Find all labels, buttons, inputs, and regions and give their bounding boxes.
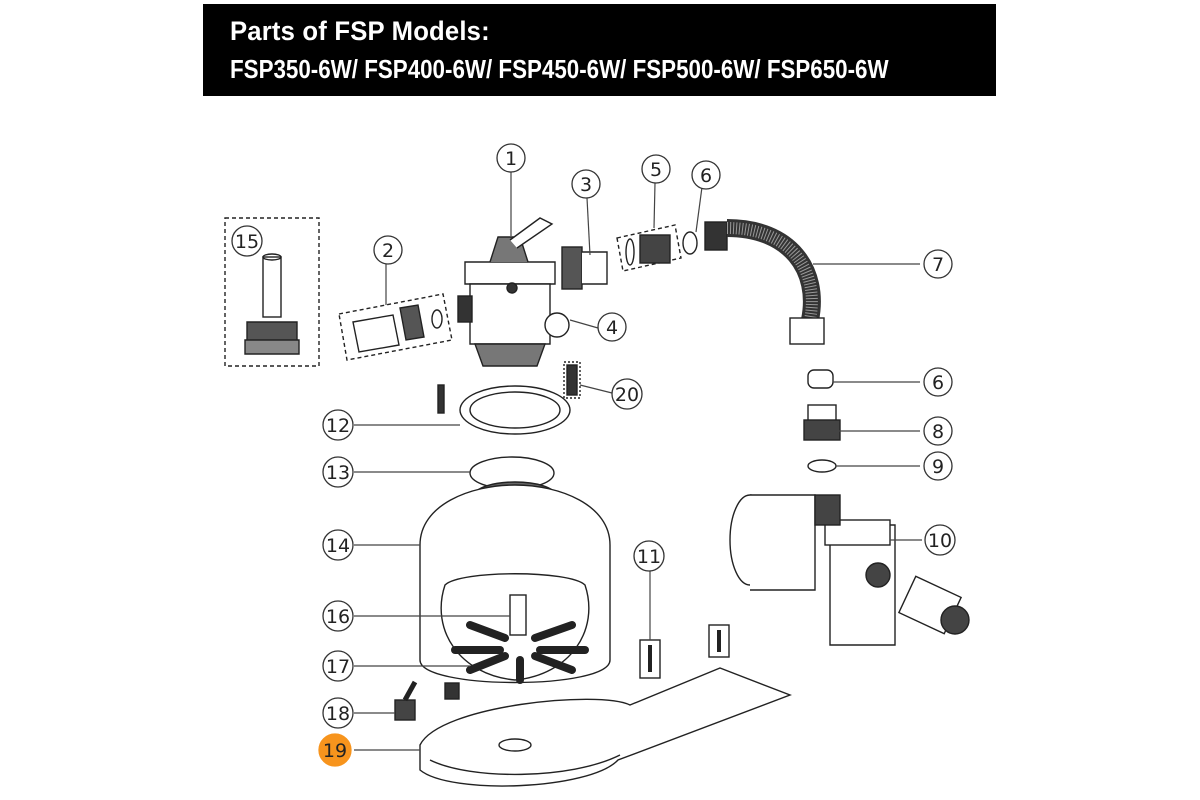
svg-text:17: 17 bbox=[326, 656, 350, 678]
callout-10: 10 bbox=[924, 524, 956, 556]
callout-6-top: 6 bbox=[691, 160, 721, 190]
callout-20: 20 bbox=[611, 378, 643, 410]
union-connector-3-drawing bbox=[561, 246, 608, 290]
diagram-title: Parts of FSP Models: bbox=[230, 16, 490, 46]
svg-text:20: 20 bbox=[615, 384, 639, 406]
svg-text:6: 6 bbox=[932, 372, 944, 394]
union-adapter-8-drawing bbox=[803, 404, 841, 441]
tank-clamp-drawing bbox=[437, 361, 581, 435]
callout-9: 9 bbox=[923, 451, 953, 481]
callout-15: 15 bbox=[231, 225, 263, 257]
union-adapter-5-drawing bbox=[625, 231, 698, 266]
svg-text:19: 19 bbox=[323, 740, 347, 762]
o-ring-9-drawing bbox=[807, 459, 837, 473]
base-drawing bbox=[419, 667, 792, 787]
svg-text:9: 9 bbox=[932, 456, 944, 478]
callout-1: 1 bbox=[496, 143, 526, 173]
callout-3: 3 bbox=[571, 169, 601, 199]
svg-text:2: 2 bbox=[382, 240, 394, 262]
callout-6-right: 6 bbox=[923, 367, 953, 397]
title-banner: Parts of FSP Models: FSP350-6W/ FSP400-6… bbox=[203, 4, 996, 96]
standpipe-adapter-box bbox=[224, 217, 320, 367]
callout-7: 7 bbox=[923, 249, 953, 279]
callout-8: 8 bbox=[923, 416, 953, 446]
callout-14: 14 bbox=[322, 529, 354, 561]
standpipe-adapter-drawing bbox=[244, 253, 300, 355]
connection-hose-drawing bbox=[704, 219, 825, 345]
svg-text:12: 12 bbox=[326, 415, 350, 437]
callout-2: 2 bbox=[373, 235, 403, 265]
svg-text:7: 7 bbox=[932, 254, 944, 276]
multiport-valve-drawing bbox=[457, 217, 570, 367]
drain-plug-drawing bbox=[394, 680, 460, 721]
leader-lines bbox=[354, 172, 922, 751]
svg-text:6: 6 bbox=[700, 165, 712, 187]
callout-16: 16 bbox=[322, 600, 354, 632]
callout-5: 5 bbox=[641, 154, 671, 184]
svg-text:16: 16 bbox=[326, 606, 350, 628]
union-set-box bbox=[338, 293, 453, 361]
svg-text:11: 11 bbox=[637, 546, 661, 568]
pump-drawing bbox=[729, 494, 970, 646]
callout-12: 12 bbox=[322, 409, 354, 441]
svg-text:10: 10 bbox=[928, 530, 952, 552]
svg-text:4: 4 bbox=[606, 317, 618, 339]
svg-text:1: 1 bbox=[505, 148, 517, 170]
callout-13: 13 bbox=[322, 456, 354, 488]
callout-19-highlighted: 19 bbox=[318, 733, 352, 767]
svg-text:13: 13 bbox=[326, 462, 350, 484]
svg-text:18: 18 bbox=[326, 703, 350, 725]
callout-11: 11 bbox=[633, 540, 665, 572]
callout-4: 4 bbox=[597, 312, 627, 342]
callout-18: 18 bbox=[322, 697, 354, 729]
svg-text:3: 3 bbox=[580, 174, 592, 196]
union-connector-drawing bbox=[352, 304, 443, 353]
svg-text:8: 8 bbox=[932, 421, 944, 443]
callout-17: 17 bbox=[322, 650, 354, 682]
cap-drawing bbox=[807, 369, 834, 389]
svg-text:14: 14 bbox=[326, 535, 350, 557]
svg-text:5: 5 bbox=[650, 159, 662, 181]
filter-tank-drawing bbox=[419, 481, 611, 684]
union-adapter-set-box bbox=[616, 224, 682, 272]
bolt-box-2 bbox=[708, 624, 730, 658]
model-list: FSP350-6W/ FSP400-6W/ FSP450-6W/ FSP500-… bbox=[230, 54, 889, 84]
svg-text:15: 15 bbox=[235, 231, 259, 253]
